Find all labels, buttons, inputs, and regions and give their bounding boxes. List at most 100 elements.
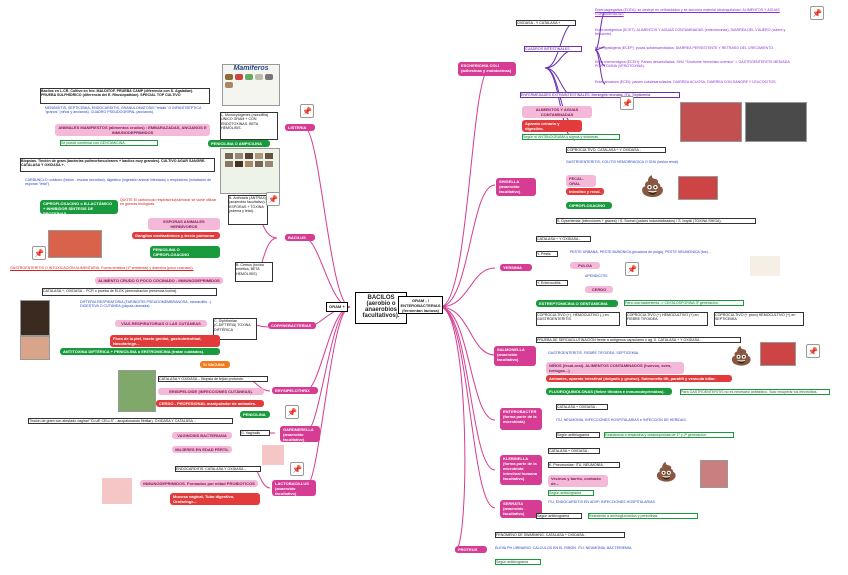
food-image <box>48 230 102 258</box>
klebsiella-atb: Según antibiograma <box>548 490 594 497</box>
gardnerella-note: Tinción de gram con atestado vaginal "CL… <box>28 418 233 425</box>
pushpin-icon[interactable]: 📌 <box>290 462 304 476</box>
flea-image <box>750 256 780 276</box>
coryne-flora: Flora de la piel, tracto genital, gastro… <box>110 335 220 347</box>
salmonella-host: Animales, aparato intestinal (delgado y … <box>546 375 732 382</box>
poop-emoji: 💩 <box>730 346 752 366</box>
shigella-host: Intestino y recal. <box>566 188 604 195</box>
enterobacter-clinical: ITU, NEUMONÍA, INFECCIONES HOSPITALARIAS… <box>556 418 687 422</box>
pushpin-icon[interactable]: 📌 <box>266 192 280 206</box>
coryne-treatment: ANTITOXINA DIFTÉRICA + PENICILINA o ERIT… <box>60 348 220 355</box>
listeria-note-culture: Bacilos en L.CR. Cultivo en frío. MALDIT… <box>40 88 210 104</box>
gardnerella-g-vaginalis: G. Vaginalis <box>240 430 270 437</box>
cereus-note: GASTROENTERITIS O INTOXICACIÓN ALIMENTAR… <box>10 266 194 270</box>
pig-image <box>118 370 156 412</box>
ent-ecea: Enteroagregativa (ECEA): se destrye en v… <box>595 8 780 17</box>
yersinia-bacteremia: Para una bacteriemia -> CEFALOSPORINA 3º… <box>624 300 744 307</box>
pushpin-icon[interactable]: 📌 <box>620 96 634 110</box>
yersinia-oxidase: CATALASA + Y OXIDASA - <box>536 236 591 243</box>
gardnerella-women: MUJERES EN EDAD FÉRTIL <box>172 446 232 453</box>
ent-ecei: Enteroinvasiva (ECEI): países subdesarro… <box>595 80 777 84</box>
coryne-main: C. Diphtheriae (C.DIFTERIA) TOXINA DIFTÉ… <box>213 318 257 340</box>
pushpin-icon[interactable]: 📌 <box>300 104 314 118</box>
pushpin-icon[interactable]: 📌 <box>625 262 639 276</box>
lungs-image <box>700 460 728 488</box>
mouth-image <box>678 176 718 200</box>
herbivores-image <box>220 148 280 194</box>
patient-image <box>20 300 50 336</box>
bacilus-drug: CIPROFLOXACINO o B-LACTÁMICO + INHIBIDOR… <box>40 200 118 214</box>
proteus-atb: Según antibiograma <box>495 559 541 566</box>
yersinia-entero: Y. Enterocolitis <box>536 280 568 287</box>
erysipe-erisipeloide: ERISIPELOIDE (INFECCIONES CUTÁNEAS). <box>158 388 264 395</box>
proteus-clinical: ELEVA PH URINARIO: CÁLCULOS EN EL RIÑÓN.… <box>495 546 633 550</box>
ent-eceh: Enterohemorrágica (ECEH): Países desarro… <box>595 60 790 69</box>
cereus-risk: ALIMENTO CRUDO O POCO COCINADO - INMUNOD… <box>95 277 223 284</box>
shigella-treatment: CIPROFLOXACINO <box>566 202 612 209</box>
shigella-species: S. Dysenteriae (infecciones + graves) / … <box>556 218 756 225</box>
enterobacter-atb: Según antibiograma <box>556 432 600 439</box>
klebsiella-node[interactable]: KLEBSIELLA (forma parte de la microbiota… <box>500 455 542 485</box>
shigella-culture: COPROCULTIVO. CATALASA + Y OXIDASA - <box>566 147 666 154</box>
escherichia-atb: Según el ANTIBIOGRAMA y signos y síntoma… <box>522 134 620 141</box>
serratia-clinical: ITU, ENDOCARDITIS EN ADVP, INFECCIONES H… <box>548 500 656 504</box>
escherichia-foods: ALIMENTOS Y AGUAS CONTAMINADAS <box>522 106 592 118</box>
escherichia-node[interactable]: ESCHERICHIA COLI (adhesinas y endotoxina… <box>458 62 516 76</box>
pushpin-icon[interactable]: 📌 <box>806 344 820 358</box>
uterus-image-2 <box>102 478 132 504</box>
pushpin-icon[interactable]: 📌 <box>32 246 46 260</box>
lacto-host: Mucosa vaginal, Tubo digestivo, Orofarin… <box>170 493 260 505</box>
klebsiella-route: Vecinos y barrio, contacto de... <box>548 475 608 487</box>
salmonella-node[interactable]: SALMONELLA (anaerobio facultativo) <box>494 346 536 366</box>
yersinia-pig: CERDO <box>585 286 613 293</box>
shigella-node[interactable]: SHIGELLA (anaerobio facultativo) <box>496 178 536 196</box>
salmonella-c1: COPROCULTIVO (+), HEMOCULTIVO (-) en GAS… <box>536 312 620 326</box>
proteus-swarming: FENÓMENO DE SWARMING. CATALASA + OXIDASA… <box>495 532 625 539</box>
gardnerella-vaginosis: VAGINOSIS BACTERIANA <box>172 432 232 439</box>
bacilus-note-diagnosis: Biopsias. Tinción de gram (bacterias pol… <box>20 158 215 172</box>
bacilus-ganglios: Ganglios mediastínicos y tercio pulmonar <box>132 232 220 239</box>
enterobacter-node[interactable]: ENTEROBACTER (forma parte de la microbio… <box>500 408 542 430</box>
mouth-image <box>760 342 796 366</box>
gram-positive-node[interactable]: GRAM + <box>326 302 348 312</box>
listeria-node[interactable]: LISTERIA <box>285 124 315 131</box>
yersinia-flea: PULGA <box>570 262 600 269</box>
poop-emoji: 💩 <box>655 462 678 482</box>
pushpin-icon[interactable]: 📌 <box>285 405 299 419</box>
cereus-main: B. Cereus (toxina emética, BETA HEMÓLISI… <box>235 262 273 282</box>
coryne-vaccine: Si VACUNA <box>200 361 230 368</box>
ent-ecep: Enteropatógena (ECEP): pocas subdesarrol… <box>595 46 775 50</box>
lactobacillus-node[interactable]: LACTOBACILLUS (anaerobio facultativo) <box>272 480 316 496</box>
bacilus-spores-herbivores: ESPORAS ANIMALES HERBÍVOROS <box>148 218 220 230</box>
escherichia-oxidase: OXIDASA - Y CATALASA + <box>516 20 576 27</box>
pushpin-icon[interactable]: 📌 <box>810 6 824 20</box>
gardnerella-node[interactable]: GARDNERELLA (anaerobio facultativo) <box>280 426 320 442</box>
mammals-image: Mamíferos <box>222 64 280 106</box>
yersinia-treatment: ESTREPTOMICINA O GENTAMICINA <box>536 300 618 307</box>
serratia-resistance: Resistente a aminoglucósidos y penicilin… <box>588 513 698 520</box>
salmonella-c2: COPROCULTIVO (+) HEMOCULTIVO (+) en FIEB… <box>626 312 708 326</box>
bacilus-quote: QUOTE El carbunculo respiratorio/pulmona… <box>120 198 217 207</box>
gram-negative-node[interactable]: GRAM - / ENTEROBACTERIAS (fermentan lact… <box>398 296 443 314</box>
bacilus-node[interactable]: BACILUS <box>285 234 315 241</box>
bacilus-note-carbunclo: CARBUNCLO: cutáneo (lesión - escara necr… <box>25 178 212 187</box>
shigella-route: FECAL-ORAL <box>566 175 596 187</box>
listeria-note-clinical: MENINGITIS, SEPTICEMIA, ENDOCARDITIS, GR… <box>45 106 202 115</box>
ecoli-image-2 <box>745 102 807 142</box>
listeria-note-combo: Se puede combinar con GENTAMICINA. <box>60 140 158 147</box>
serratia-atb: Según antibiograma <box>536 513 582 520</box>
shigella-clinical: GASTROENTERITIS, COLITIS HEMORRÁGICA O S… <box>566 160 680 164</box>
listeria-main: L. Monocytogenes (monofilia) ÚNICO GRAM … <box>220 112 278 140</box>
salmonella-note: Para GASTROENTERITIS no es necesario ant… <box>680 389 830 396</box>
yersinia-pestis-clinical: PESTE URBANA, PESTE BUBÓNICA (picadura d… <box>570 250 711 254</box>
serratia-node[interactable]: SERRATIA (anaerobio facultativo) <box>500 500 542 518</box>
salmonella-clinical: GASTROENTERITIS. FIEBRE TIFOIDEA. SEPTIC… <box>548 351 640 355</box>
enterobacter-oxidase: CATALASA + OXIDASA - <box>556 404 608 411</box>
coryne-node[interactable]: CORYNEBACTERIAS <box>268 322 316 329</box>
escherichia-cuadros[interactable]: CUADROS INTESTINALES <box>524 46 582 53</box>
erysipelothrix-node[interactable]: ERYSIPELOTHRIX <box>272 387 318 394</box>
proteus-node[interactable]: PROTEUS <box>455 546 487 553</box>
coryne-note-clinical: DIFTERIA RESPIRATORIA (FARINGITIS PSEUDO… <box>80 300 213 309</box>
yersinia-node[interactable]: YERSINIA <box>500 264 532 271</box>
salmonella-c3: COPROCULTIVO (+ poco) HEMOCULTIVO (+) en… <box>714 312 804 326</box>
